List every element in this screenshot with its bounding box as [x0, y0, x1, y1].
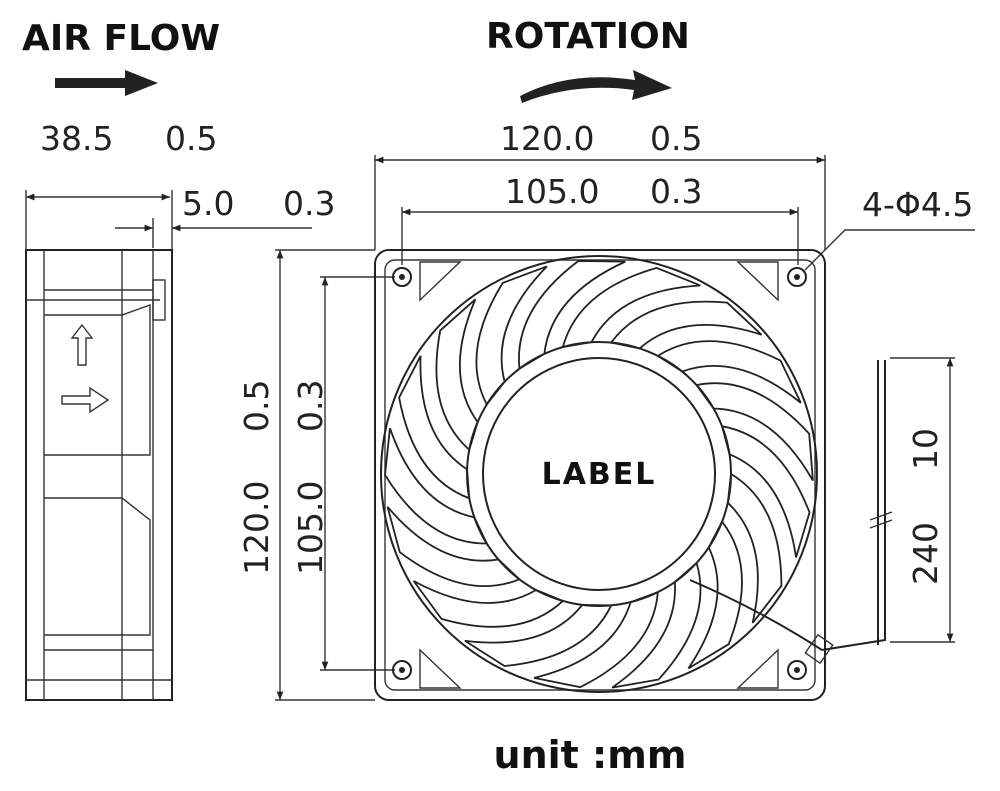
- flange-dimension: 5.0: [182, 184, 234, 223]
- fan-blade: [386, 506, 522, 587]
- wire-length-dimension: 240: [906, 522, 945, 585]
- width-dimension: 120.0: [500, 119, 594, 158]
- fan-blade: [412, 580, 565, 628]
- fan-front-view: LABEL: [374, 249, 826, 701]
- wire-length-tolerance: 10: [906, 428, 945, 470]
- fan-blade: [609, 300, 763, 350]
- v-hole-spacing-dimension: 105.0: [291, 481, 330, 575]
- height-tolerance: 0.5: [237, 380, 276, 432]
- fan-blade: [687, 520, 743, 670]
- fan-blade: [435, 298, 479, 452]
- width-tolerance: 0.5: [650, 119, 702, 158]
- mounting-hole: [787, 267, 807, 287]
- air-flow-arrow-icon: [55, 70, 158, 96]
- fan-blade: [475, 265, 548, 407]
- fan-blade: [518, 260, 626, 371]
- fan-blade: [656, 340, 802, 404]
- fan-blade: [464, 604, 613, 667]
- front-view-dimensions: 120.0 0.5 105.0 0.3 4-Φ4.5 120.0 0.5 105…: [237, 119, 975, 701]
- air-flow-title: AIR FLOW: [22, 18, 220, 59]
- depth-dimension: 38.5: [40, 119, 113, 158]
- fan-blade: [561, 266, 701, 349]
- rotation-arrow-icon: [520, 70, 672, 103]
- hole-spacing-tolerance: 0.3: [650, 172, 702, 211]
- flange-tolerance: 0.3: [283, 184, 335, 223]
- side-view: 38.5 0.5 5.0 0.3: [25, 119, 335, 701]
- fan-blade: [384, 427, 489, 545]
- fan-blade: [533, 590, 659, 689]
- depth-tolerance: 0.5: [165, 119, 217, 158]
- v-hole-spacing-tolerance: 0.3: [291, 380, 330, 432]
- label-area: LABEL: [542, 457, 657, 492]
- lead-wire: 240 10: [689, 357, 955, 665]
- mounting-hole: [392, 267, 412, 287]
- mounting-hole: [787, 660, 807, 680]
- airflow-right-arrow-icon: [61, 386, 110, 414]
- hole-spacing-dimension: 105.0: [505, 172, 599, 211]
- fan-blade: [398, 355, 471, 500]
- rotation-title: ROTATION: [486, 16, 690, 57]
- fan-blade: [720, 425, 811, 558]
- height-dimension: 120.0: [237, 481, 276, 575]
- mounting-hole: [392, 660, 412, 680]
- fan-blade: [694, 382, 814, 482]
- mounting-holes-spec: 4-Φ4.5: [862, 185, 973, 224]
- fan-blade: [611, 561, 702, 689]
- airflow-up-arrow-icon: [70, 323, 94, 366]
- fan-blade: [726, 472, 783, 624]
- unit-note: unit :mm: [494, 733, 687, 777]
